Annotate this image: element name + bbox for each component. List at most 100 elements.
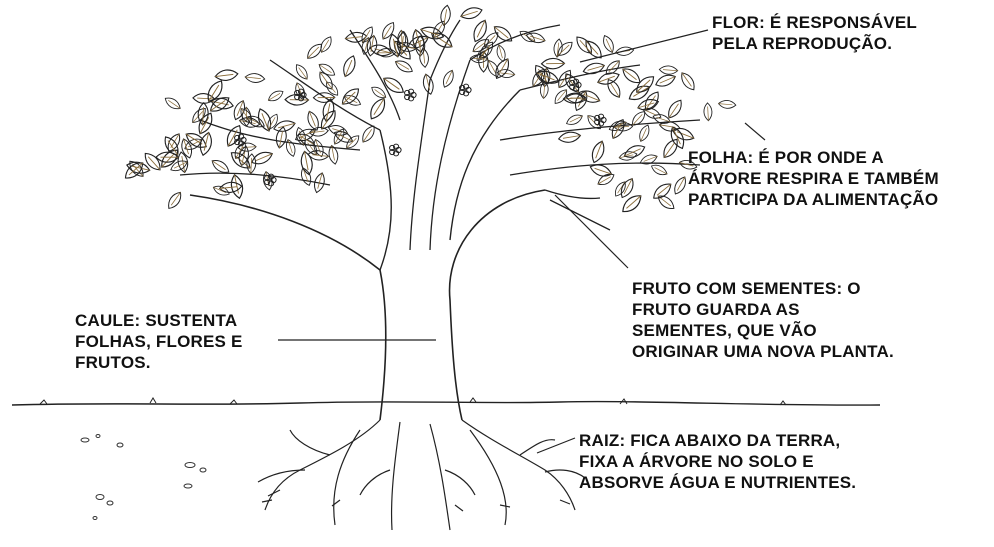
leaf	[613, 122, 634, 132]
label-folha-line-1: FOLHA: É POR ONDE A	[688, 148, 884, 167]
pointer-raiz	[536, 437, 576, 454]
label-flor-line-2: PELA REPRODUÇÃO.	[712, 34, 893, 53]
leaf	[589, 164, 613, 177]
leaf	[460, 7, 483, 20]
flower	[404, 88, 417, 102]
leaf	[388, 33, 402, 58]
leaf	[164, 97, 181, 110]
leaf	[636, 76, 655, 93]
pebbles	[80, 434, 207, 520]
leaf	[320, 36, 332, 53]
leaf	[540, 57, 566, 70]
leaf	[623, 145, 646, 158]
leaf	[362, 125, 375, 143]
leaf	[597, 72, 620, 85]
ground-line	[11, 400, 881, 406]
leaf	[246, 153, 257, 175]
leaf	[343, 55, 356, 78]
label-folha: FOLHA: É POR ONDE A ÁRVORE RESPIRA E TAM…	[688, 147, 939, 210]
leaf	[170, 160, 188, 172]
leaf	[318, 63, 336, 76]
leaf	[251, 151, 274, 165]
leaf	[652, 114, 671, 124]
leaf	[496, 69, 516, 78]
leaf	[168, 191, 182, 209]
label-folha-line-3: PARTICIPA DA ALIMENTAÇÃO	[688, 190, 939, 209]
leaf	[487, 59, 499, 78]
leaf	[519, 30, 536, 43]
flowers	[234, 78, 607, 187]
leaf	[440, 4, 451, 27]
leaf	[333, 128, 345, 145]
leaf	[674, 176, 686, 195]
leaf	[192, 108, 206, 123]
pointer-flor	[579, 29, 709, 63]
label-flor: FLOR: É RESPONSÁVEL PELA REPRODUÇÃO.	[712, 12, 917, 54]
leaf	[212, 185, 230, 196]
leaf	[238, 145, 249, 167]
label-fruto-line-3: SEMENTES, QUE VÃO	[632, 321, 817, 340]
pointer-folha	[744, 122, 766, 141]
trunk-left	[189, 194, 387, 421]
leaf	[597, 173, 615, 185]
leaf	[394, 60, 413, 73]
leaf	[275, 126, 287, 149]
leaf	[286, 139, 296, 157]
leaf	[479, 41, 494, 59]
label-fruto-line-2: FRUTO GUARDA AS	[632, 300, 800, 319]
leaf	[582, 62, 606, 75]
pointer-lines	[278, 29, 766, 454]
leaf	[663, 138, 678, 159]
leaf	[343, 95, 362, 106]
leaf	[126, 161, 151, 174]
leaf	[670, 126, 685, 150]
flower	[294, 88, 307, 102]
leaf	[681, 72, 695, 91]
leaf	[177, 151, 189, 174]
leaf	[307, 110, 319, 131]
flower	[234, 133, 247, 147]
leaf	[536, 70, 560, 84]
leaf	[341, 88, 360, 105]
leaf	[361, 37, 371, 56]
leaf	[233, 100, 246, 121]
trunk-right	[448, 189, 546, 421]
leaf	[226, 124, 241, 147]
trunk-center	[409, 59, 471, 251]
leaf	[185, 133, 207, 148]
label-flor-line-1: FLOR: É RESPONSÁVEL	[712, 13, 917, 32]
label-caule-line-2: FOLHAS, FLORES E	[75, 332, 243, 351]
flower	[459, 83, 472, 97]
leaf	[314, 172, 325, 194]
leaf	[267, 90, 284, 102]
leaf	[319, 71, 333, 90]
leaf	[532, 68, 546, 87]
leaf	[211, 159, 230, 173]
leaf	[554, 89, 568, 104]
flower	[594, 113, 607, 127]
leaf	[214, 69, 239, 81]
leaf	[637, 99, 660, 111]
leaf	[703, 102, 713, 122]
leaf	[396, 30, 409, 55]
leaf	[493, 26, 513, 42]
leaf	[257, 108, 272, 132]
leaf	[558, 69, 572, 89]
leaf	[420, 26, 445, 40]
leaf	[443, 69, 454, 88]
leaf	[433, 20, 445, 39]
leaf	[376, 48, 397, 58]
leaf	[209, 97, 230, 112]
leaf	[294, 128, 316, 142]
leaf	[297, 133, 315, 146]
label-fruto: FRUTO COM SEMENTES: O FRUTO GUARDA AS SE…	[632, 278, 894, 362]
leaf	[557, 41, 573, 56]
leaf	[495, 58, 509, 79]
leaf	[668, 99, 682, 119]
leaf	[472, 39, 490, 53]
leaf	[328, 144, 339, 165]
leaf	[422, 73, 434, 95]
leaf	[244, 73, 266, 83]
leaf	[198, 112, 213, 135]
leaf	[525, 32, 546, 44]
